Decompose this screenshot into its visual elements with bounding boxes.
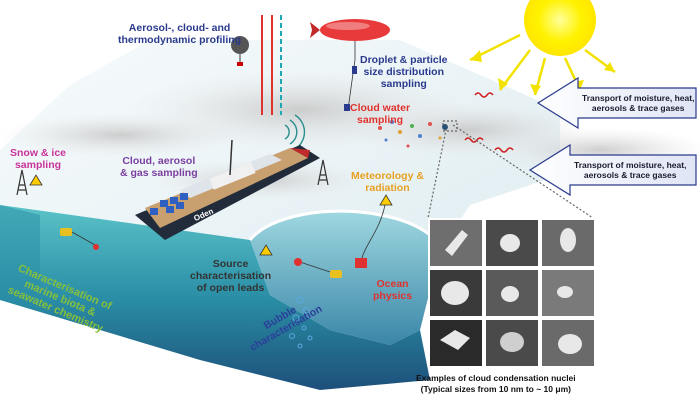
label-ocean-physics: Ocean physics — [373, 278, 413, 302]
open-lead — [250, 211, 440, 345]
zoom-lines — [427, 120, 594, 219]
wave-arrow-icon — [464, 92, 514, 153]
label-source-characterisation: Source characterisation of open leads — [190, 258, 272, 294]
bubble-icons — [289, 296, 313, 349]
ccn-panel — [428, 218, 594, 368]
label-meteorology: Meteorology & radiation — [351, 170, 424, 194]
transport-arrow-1 — [536, 76, 697, 130]
mast-icon — [16, 159, 329, 196]
label-transport-2: Transport of moisture, heat, aerosols & … — [574, 160, 687, 180]
ccn-caption: Examples of cloud condensation nuclei (T… — [416, 373, 576, 394]
cloud-layer — [0, 70, 700, 200]
label-aerosol-profiling: Aerosol-, cloud- and thermodynamic profi… — [118, 22, 242, 46]
label-cloud-water: Cloud water sampling — [350, 102, 411, 126]
transport-arrow-2 — [528, 143, 697, 197]
blimp-icon — [310, 19, 390, 111]
label-snow-ice: Snow & ice sampling — [10, 147, 67, 171]
warning-sensor-icon — [259, 244, 273, 256]
warning-sensor-icon — [379, 194, 393, 206]
profiling-beams — [261, 15, 282, 115]
label-droplet-sampling: Droplet & particle size distribution sam… — [360, 54, 448, 90]
balloon-icon — [231, 36, 249, 66]
warning-sensor-icon — [29, 174, 43, 186]
label-cloud-aerosol-gas: Cloud, aerosol & gas sampling — [120, 155, 198, 179]
ship-icon — [135, 139, 320, 240]
label-transport-1: Transport of moisture, heat, aerosols & … — [582, 93, 695, 113]
buoy-icon — [60, 204, 386, 278]
sun-icon — [469, 0, 616, 96]
